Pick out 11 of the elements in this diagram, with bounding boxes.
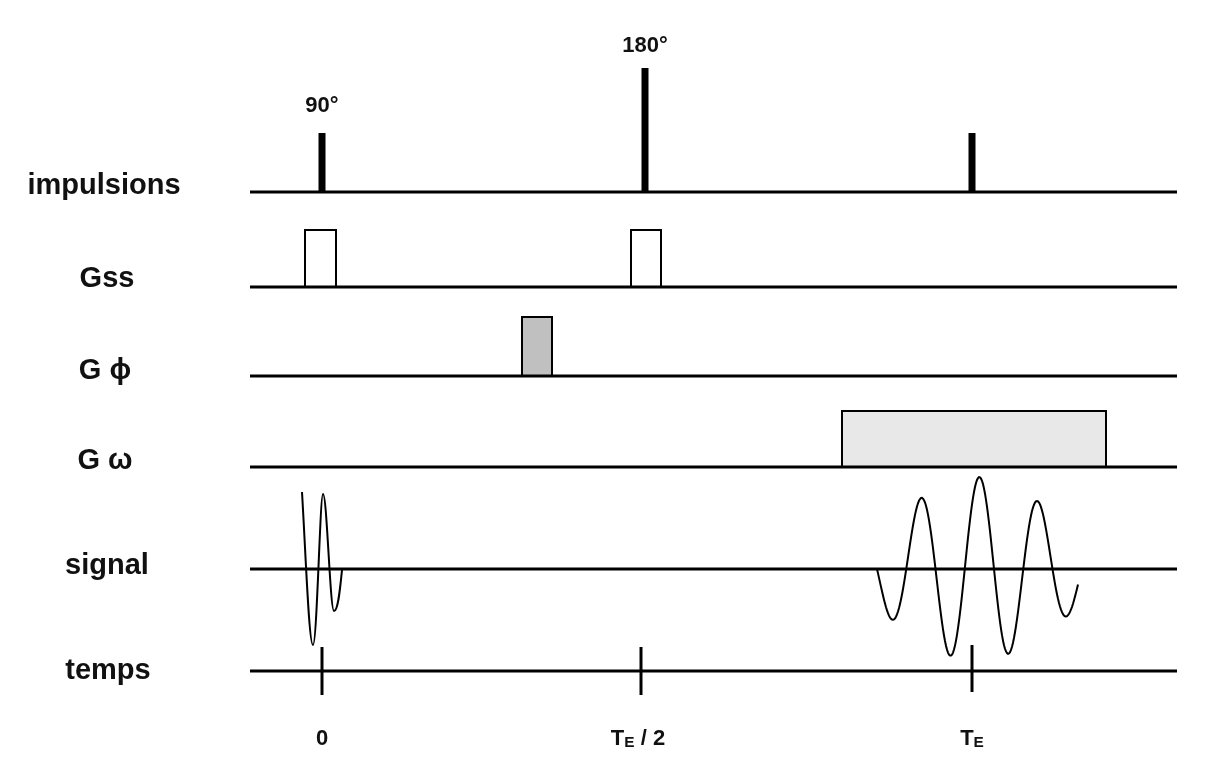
- flip-angle-label: 180°: [622, 32, 668, 58]
- channel-label: Gss: [79, 262, 135, 294]
- channel-label: G ϕ: [78, 354, 132, 386]
- time-label: T$_{E}$ / 2: [610, 725, 666, 751]
- time-label: T$_{E}$: [960, 725, 984, 751]
- channel-label: G ω: [77, 444, 133, 476]
- flip-angle-label: 90°: [305, 92, 339, 118]
- channel-label: temps: [65, 654, 151, 686]
- channel-label: signal: [65, 549, 149, 581]
- channel-label: impulsions: [27, 169, 181, 201]
- time-label: 0: [315, 725, 329, 751]
